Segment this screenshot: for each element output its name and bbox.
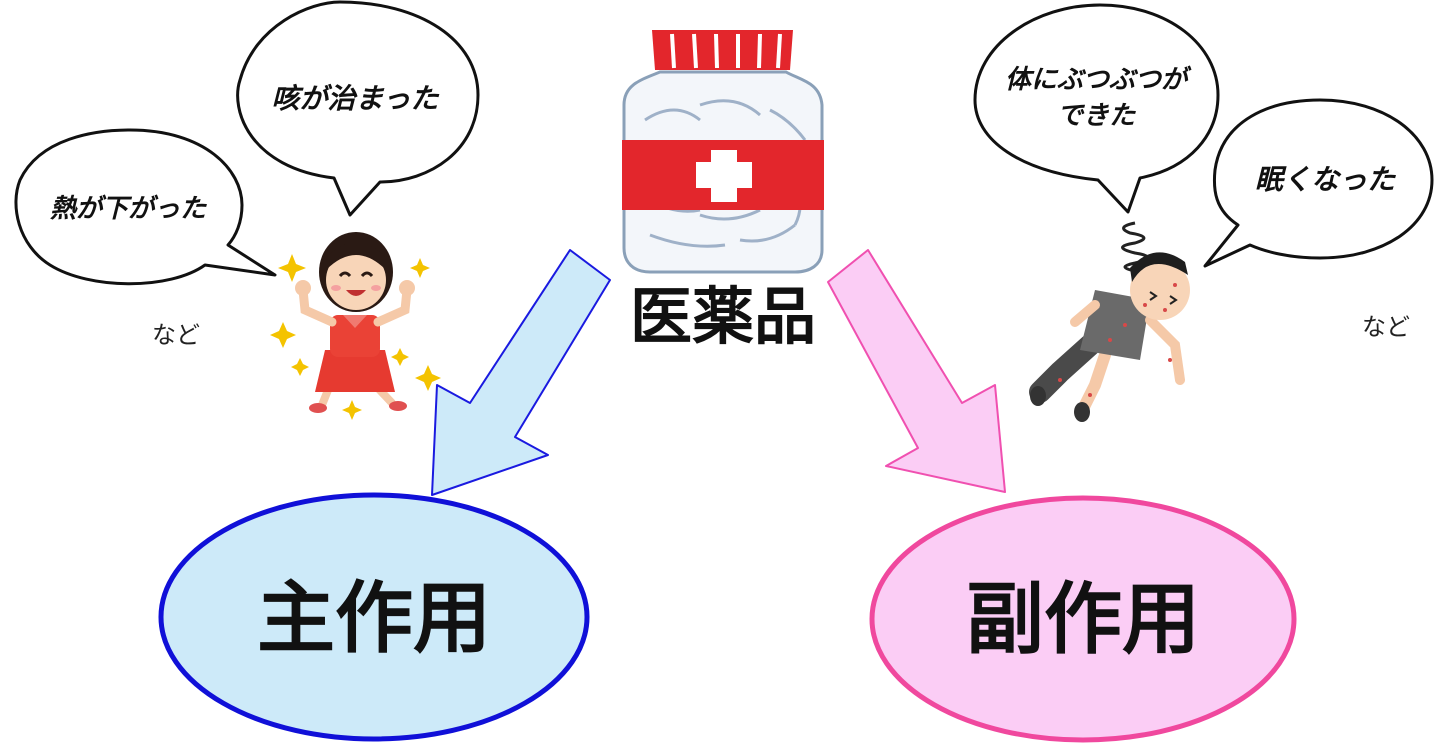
medicine-label: 医薬品 [630,280,816,353]
speech-bubble-sleepy: 眠くなった [1203,98,1434,268]
speech-bubble-cough: 咳が治まった [236,0,480,217]
sick-boy-icon [1029,221,1190,422]
etc-label-right: など [1362,313,1410,341]
bubble-text-fever: 熱が下がった [50,194,207,224]
side-effect-node: 副作用 [869,495,1297,743]
arrow-to-side-effect [827,249,1006,493]
bubble-text-rash-line2: できた [1057,101,1136,131]
bubble-text-rash-line1: 体にぶつぶつが [1005,65,1192,95]
etc-label-left: など [152,321,200,349]
medicine-bottle-icon [622,30,824,274]
side-effect-label: 副作用 [966,575,1200,665]
speech-bubble-rash: 体にぶつぶつが できた [973,3,1220,214]
main-effect-node: 主作用 [158,492,590,742]
arrow-to-main-effect [431,249,611,496]
happy-girl-icon [270,232,441,420]
bubble-text-sleepy: 眠くなった [1255,163,1396,196]
bubble-text-cough: 咳が治まった [272,82,440,115]
main-effect-label: 主作用 [257,574,491,664]
speech-bubble-fever: 熱が下がった [14,128,277,286]
